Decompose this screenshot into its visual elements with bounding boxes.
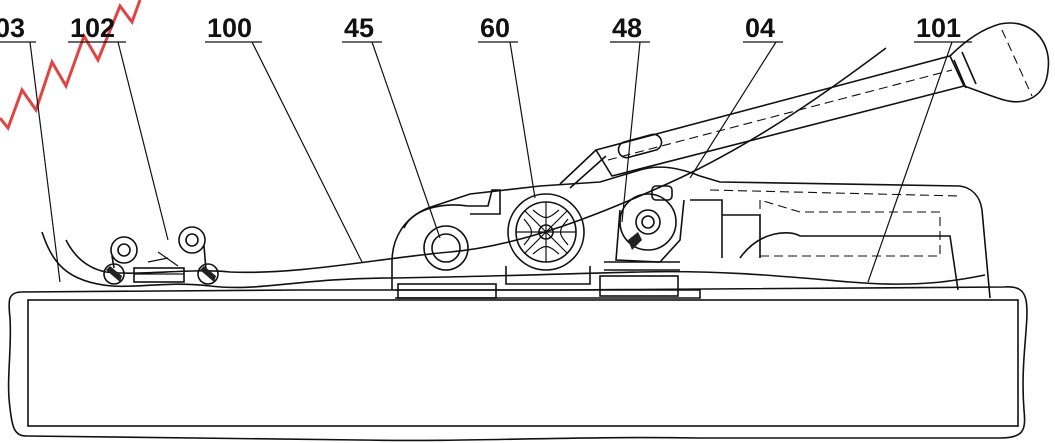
cutter-mechanism: [604, 185, 685, 271]
label-100: 100: [207, 13, 252, 43]
tool-body: [391, 166, 991, 299]
feed-wheel: [507, 193, 585, 271]
label-48: 48: [612, 13, 642, 43]
left-drum: [403, 189, 501, 271]
reference-labels: 03 102 100 45 60 48 04 101: [0, 13, 972, 43]
label-101: 101: [916, 13, 961, 43]
watermark: [0, 0, 142, 132]
label-102: 102: [70, 13, 115, 43]
strap-lower: [41, 231, 986, 289]
label-45: 45: [344, 13, 374, 43]
label-04: 04: [745, 13, 775, 43]
leader-lines: [29, 41, 953, 283]
roller-guides: [103, 226, 219, 285]
package-block: [7, 286, 1028, 442]
label-03: 03: [0, 13, 25, 43]
lever-handle: [559, 22, 1050, 189]
label-60: 60: [480, 13, 510, 43]
strap-upper: [65, 47, 887, 274]
